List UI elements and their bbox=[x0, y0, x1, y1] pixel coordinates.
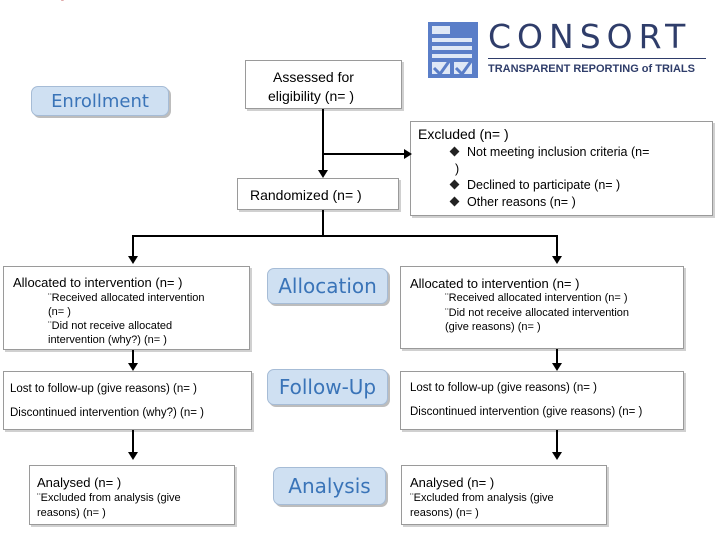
left-analysed-label: Analysed (n= ) bbox=[37, 475, 122, 490]
right-excluded-line2: reasons) (n= ) bbox=[410, 507, 479, 519]
consort-logo-icon bbox=[428, 22, 478, 78]
arrow-head bbox=[552, 256, 562, 264]
connector bbox=[556, 430, 558, 453]
right-allocation-box: Allocated to intervention (n= ) ¨Receive… bbox=[400, 266, 684, 349]
arrow-head bbox=[128, 452, 138, 460]
arrow-head bbox=[552, 363, 562, 371]
right-not-received-line1: ¨Did not receive allocated intervention bbox=[445, 307, 630, 319]
assessed-line1: Assessed for bbox=[273, 69, 354, 85]
connector bbox=[132, 235, 558, 237]
stage-allocation-label: Allocation bbox=[278, 274, 377, 298]
connector bbox=[132, 430, 134, 453]
left-excluded-line2: reasons) (n= ) bbox=[37, 507, 106, 519]
connector bbox=[556, 349, 558, 364]
excluded-reason-1: Not meeting inclusion criteria (n= bbox=[449, 145, 649, 160]
right-not-received-line2: (give reasons) (n= ) bbox=[445, 321, 541, 333]
stage-enrollment: Enrollment bbox=[31, 86, 169, 116]
assessed-box: Assessed for eligibility (n= ) bbox=[245, 60, 402, 109]
connector bbox=[322, 153, 406, 155]
left-analysis-box: Analysed (n= ) ¨Excluded from analysis (… bbox=[29, 465, 235, 525]
connector bbox=[132, 350, 134, 364]
bullet-diamond-icon bbox=[449, 179, 460, 190]
left-received-line1: ¨Received allocated intervention bbox=[48, 292, 205, 304]
left-lost-label: Lost to follow-up (give reasons) (n= ) bbox=[10, 383, 197, 395]
arrow-head bbox=[404, 149, 412, 159]
excluded-title: Excluded (n= ) bbox=[418, 126, 509, 142]
connector bbox=[322, 210, 324, 237]
stage-enrollment-label: Enrollment bbox=[51, 90, 149, 112]
left-follow-up-box: Lost to follow-up (give reasons) (n= ) D… bbox=[3, 371, 252, 430]
excluded-reason-1-cont: ) bbox=[455, 162, 460, 176]
bullet-diamond-icon bbox=[449, 196, 460, 207]
logo-divider bbox=[488, 58, 706, 59]
arrow-head bbox=[318, 170, 328, 178]
excluded-reason-2: Declined to participate (n= ) bbox=[449, 178, 620, 193]
right-analysis-box: Analysed (n= ) ¨Excluded from analysis (… bbox=[401, 465, 607, 525]
arrow-head bbox=[552, 452, 562, 460]
left-excluded-line1: ¨Excluded from analysis (give bbox=[37, 492, 181, 504]
randomized-label: Randomized (n= ) bbox=[250, 187, 362, 203]
stage-allocation: Allocation bbox=[267, 268, 388, 304]
stage-follow-up: Follow-Up bbox=[267, 369, 388, 405]
right-discontinued-label: Discontinued intervention (give reasons)… bbox=[410, 406, 643, 418]
right-follow-up-box: Lost to follow-up (give reasons) (n= ) D… bbox=[400, 371, 684, 430]
corner-mark: ' - bbox=[56, 0, 65, 6]
arrow-head bbox=[128, 363, 138, 371]
left-not-received-line2: intervention (why?) (n= ) bbox=[48, 334, 167, 346]
right-received: ¨Received allocated intervention (n= ) bbox=[445, 292, 628, 304]
consort-wordmark: CONSORT bbox=[488, 17, 692, 56]
stage-analysis-label: Analysis bbox=[288, 474, 371, 498]
assessed-line2: eligibility (n= ) bbox=[268, 88, 354, 104]
connector bbox=[556, 235, 558, 257]
right-analysed-label: Analysed (n= ) bbox=[410, 475, 495, 490]
stage-follow-up-label: Follow-Up bbox=[278, 375, 377, 399]
excluded-box: Excluded (n= ) Not meeting inclusion cri… bbox=[410, 121, 713, 216]
consort-tagline: TRANSPARENT REPORTING of TRIALS bbox=[488, 63, 695, 75]
left-received-line2: (n= ) bbox=[48, 306, 71, 318]
left-discontinued-label: Discontinued intervention (why?) (n= ) bbox=[10, 407, 204, 419]
arrow-head bbox=[128, 256, 138, 264]
bullet-diamond-icon bbox=[449, 146, 460, 157]
left-not-received-line1: ¨Did not receive allocated bbox=[48, 320, 173, 332]
excluded-reason-3: Other reasons (n= ) bbox=[449, 195, 576, 210]
left-allocated-label: Allocated to intervention (n= ) bbox=[13, 275, 183, 290]
randomized-box: Randomized (n= ) bbox=[237, 178, 399, 210]
left-allocation-box: Allocated to intervention (n= ) ¨Receive… bbox=[3, 266, 250, 350]
right-excluded-line1: ¨Excluded from analysis (give bbox=[410, 492, 554, 504]
stage-analysis: Analysis bbox=[273, 467, 386, 505]
connector bbox=[322, 109, 324, 171]
right-lost-label: Lost to follow-up (give reasons) (n= ) bbox=[410, 382, 597, 394]
connector bbox=[132, 235, 134, 257]
right-allocated-label: Allocated to intervention (n= ) bbox=[410, 276, 580, 291]
